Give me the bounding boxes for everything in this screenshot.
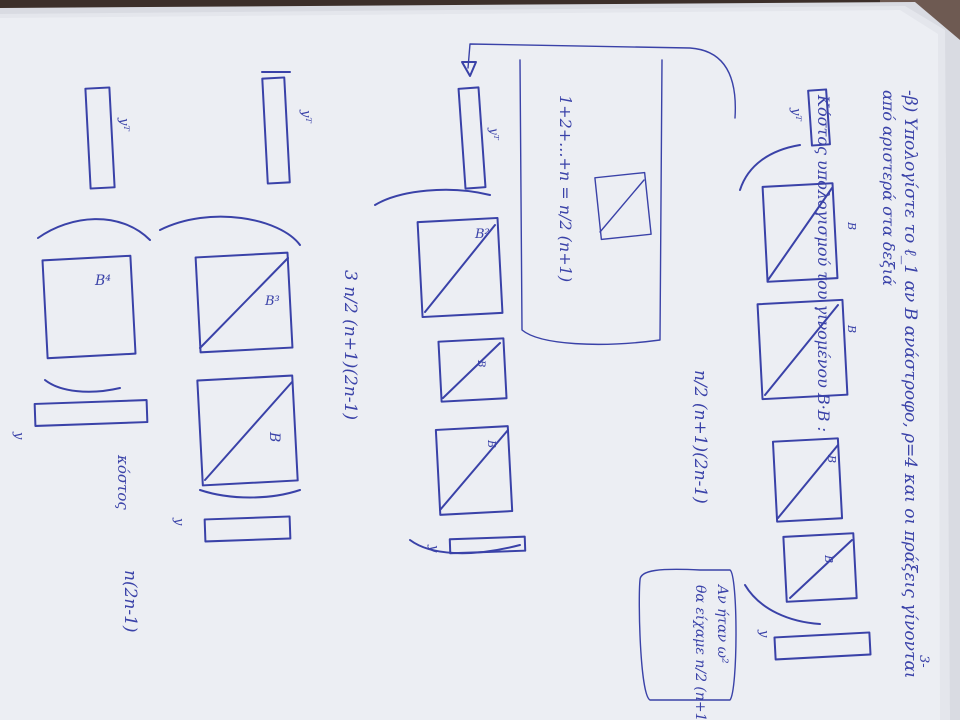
formula-mid: 3 n/2 (n+1)(2n-1) [340, 270, 360, 420]
sum-formula: 1+2+...+n = n/2 (n+1) [556, 95, 575, 282]
svg-text:y: y [756, 629, 771, 638]
arrow-bracket [467, 43, 737, 119]
cost-bottom: κόστος [114, 454, 132, 510]
page-number: 3- [916, 655, 931, 668]
svg-text:B: B [475, 359, 486, 367]
svg-text:1+2+...+n = n/2 (n+1): 1+2+...+n = n/2 (n+1) [556, 95, 575, 282]
svg-text:θα είχαμε n/2 (n+1): θα είχαμε n/2 (n+1) [692, 585, 709, 720]
svg-text:από αριστερά στα δεξιά: από αριστερά στα δεξιά [879, 90, 898, 286]
svg-text:yᵀ: yᵀ [487, 127, 501, 141]
svg-text:yᵀ: yᵀ [116, 117, 131, 131]
formula-top: n/2 (n+1)(2n-1) [690, 370, 710, 504]
svg-text:B: B [822, 554, 835, 563]
svg-text:3 n/2 (n+1)(2n-1): 3 n/2 (n+1)(2n-1) [340, 270, 360, 420]
svg-text:B: B [825, 454, 838, 463]
svg-text:B⁴: B⁴ [94, 273, 111, 289]
svg-text:κόστος: κόστος [114, 454, 132, 510]
svg-text:B: B [485, 439, 498, 448]
box-note [638, 568, 737, 701]
svg-text:-β) Υπολογίστε το ℓ_1 αν B ανά: -β) Υπολογίστε το ℓ_1 αν B ανάστροφο, ρ=… [900, 90, 920, 679]
svg-text:n(2n-1): n(2n-1) [120, 570, 140, 633]
box-note-text: Αν ήταν ω² θα είχαμε n/2 (n+1) [692, 583, 730, 720]
svg-text:yᵀ: yᵀ [788, 107, 803, 121]
cost-bb-text: Κόστος υπολογισμού του γινομένου B·B : [814, 94, 833, 432]
explanation-box [519, 59, 663, 345]
svg-text:B: B [266, 431, 282, 442]
svg-text:B²: B² [474, 227, 490, 242]
svg-text:Κόστος υπολογισμού του γινομέν: Κόστος υπολογισμού του γινομένου B·B : [814, 94, 833, 432]
svg-text:B³: B³ [264, 294, 280, 309]
triangle-matrix-sketch [594, 171, 652, 241]
arrow-head-icon [461, 61, 477, 77]
column-4: yᵀ B⁴ y [11, 86, 151, 440]
formula-bottom: n(2n-1) [120, 570, 140, 633]
svg-text:n/2 (n+1)(2n-1): n/2 (n+1)(2n-1) [690, 370, 710, 504]
svg-text:yᵀ: yᵀ [298, 109, 313, 123]
column-1: yᵀ B B B B y [739, 88, 872, 661]
svg-text:y: y [171, 517, 186, 526]
column-2: yᵀ B² B B y [374, 86, 527, 555]
svg-text:Αν ήταν ω²: Αν ήταν ω² [714, 583, 730, 664]
paper-sheet [0, 10, 940, 720]
heading-text: -β) Υπολογίστε το ℓ_1 αν B ανάστροφο, ρ=… [879, 90, 920, 679]
svg-text:B: B [845, 324, 858, 333]
svg-text:y: y [11, 431, 26, 440]
svg-text:y: y [426, 544, 441, 553]
svg-text:B: B [845, 221, 858, 230]
column-3: yᵀ B³ B y [159, 71, 313, 543]
